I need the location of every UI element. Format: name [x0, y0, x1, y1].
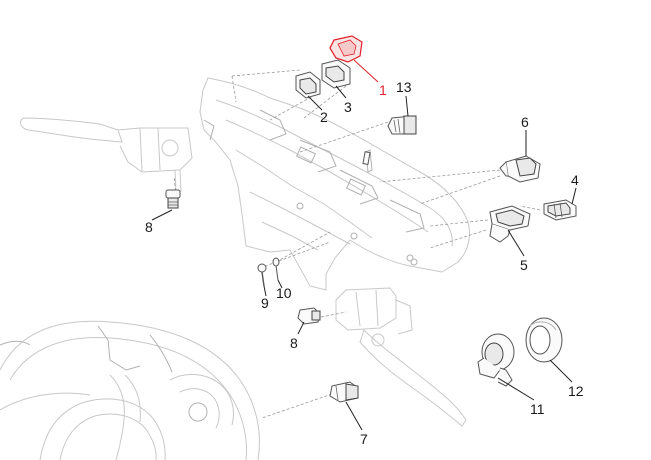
- part-12-ring[interactable]: [525, 317, 563, 363]
- callout-labels: 1 2 3 13 6 4 5 8 9 10 8 11 12 7: [145, 79, 584, 447]
- part-5-switch-bracket[interactable]: [489, 205, 531, 243]
- part-6-switch[interactable]: [499, 155, 541, 183]
- left-brake-lever-outline: [20, 117, 193, 193]
- scooter-body-outline: [0, 320, 260, 460]
- part-1-switch-housing[interactable]: [329, 35, 363, 63]
- cover-fasteners: [362, 151, 418, 266]
- callout-2[interactable]: 2: [320, 109, 328, 125]
- part-8-right-brake-switch[interactable]: [297, 307, 321, 325]
- callout-8-left[interactable]: 8: [145, 219, 153, 235]
- callout-3[interactable]: 3: [344, 99, 352, 115]
- callout-1[interactable]: 1: [379, 82, 387, 98]
- callout-6[interactable]: 6: [521, 114, 529, 130]
- right-brake-lever-outline: [335, 287, 467, 427]
- callout-9[interactable]: 9: [261, 295, 269, 311]
- callout-7[interactable]: 7: [360, 431, 368, 447]
- part-13-switch[interactable]: [387, 115, 417, 135]
- part-10-washer[interactable]: [272, 257, 280, 281]
- callout-12[interactable]: 12: [568, 383, 584, 399]
- assembly-dashed-lines: [173, 69, 541, 419]
- callout-10[interactable]: 10: [276, 285, 292, 301]
- callout-leader-lines: [151, 59, 577, 431]
- part-2-switch[interactable]: [295, 71, 321, 99]
- part-11-horn[interactable]: [477, 333, 515, 387]
- callout-5[interactable]: 5: [520, 257, 528, 273]
- callout-8-right[interactable]: 8: [290, 335, 298, 351]
- part-4-switch[interactable]: [543, 199, 577, 221]
- part-3-switch[interactable]: [321, 59, 351, 89]
- callout-11[interactable]: 11: [530, 401, 545, 417]
- handlebar-cover-outline: [199, 77, 471, 291]
- part-8-left-brake-switch[interactable]: [165, 189, 181, 209]
- part-7-switch[interactable]: [329, 381, 359, 403]
- part-9-screw[interactable]: [257, 263, 267, 287]
- callout-4[interactable]: 4: [571, 172, 579, 188]
- callout-13[interactable]: 13: [396, 79, 412, 95]
